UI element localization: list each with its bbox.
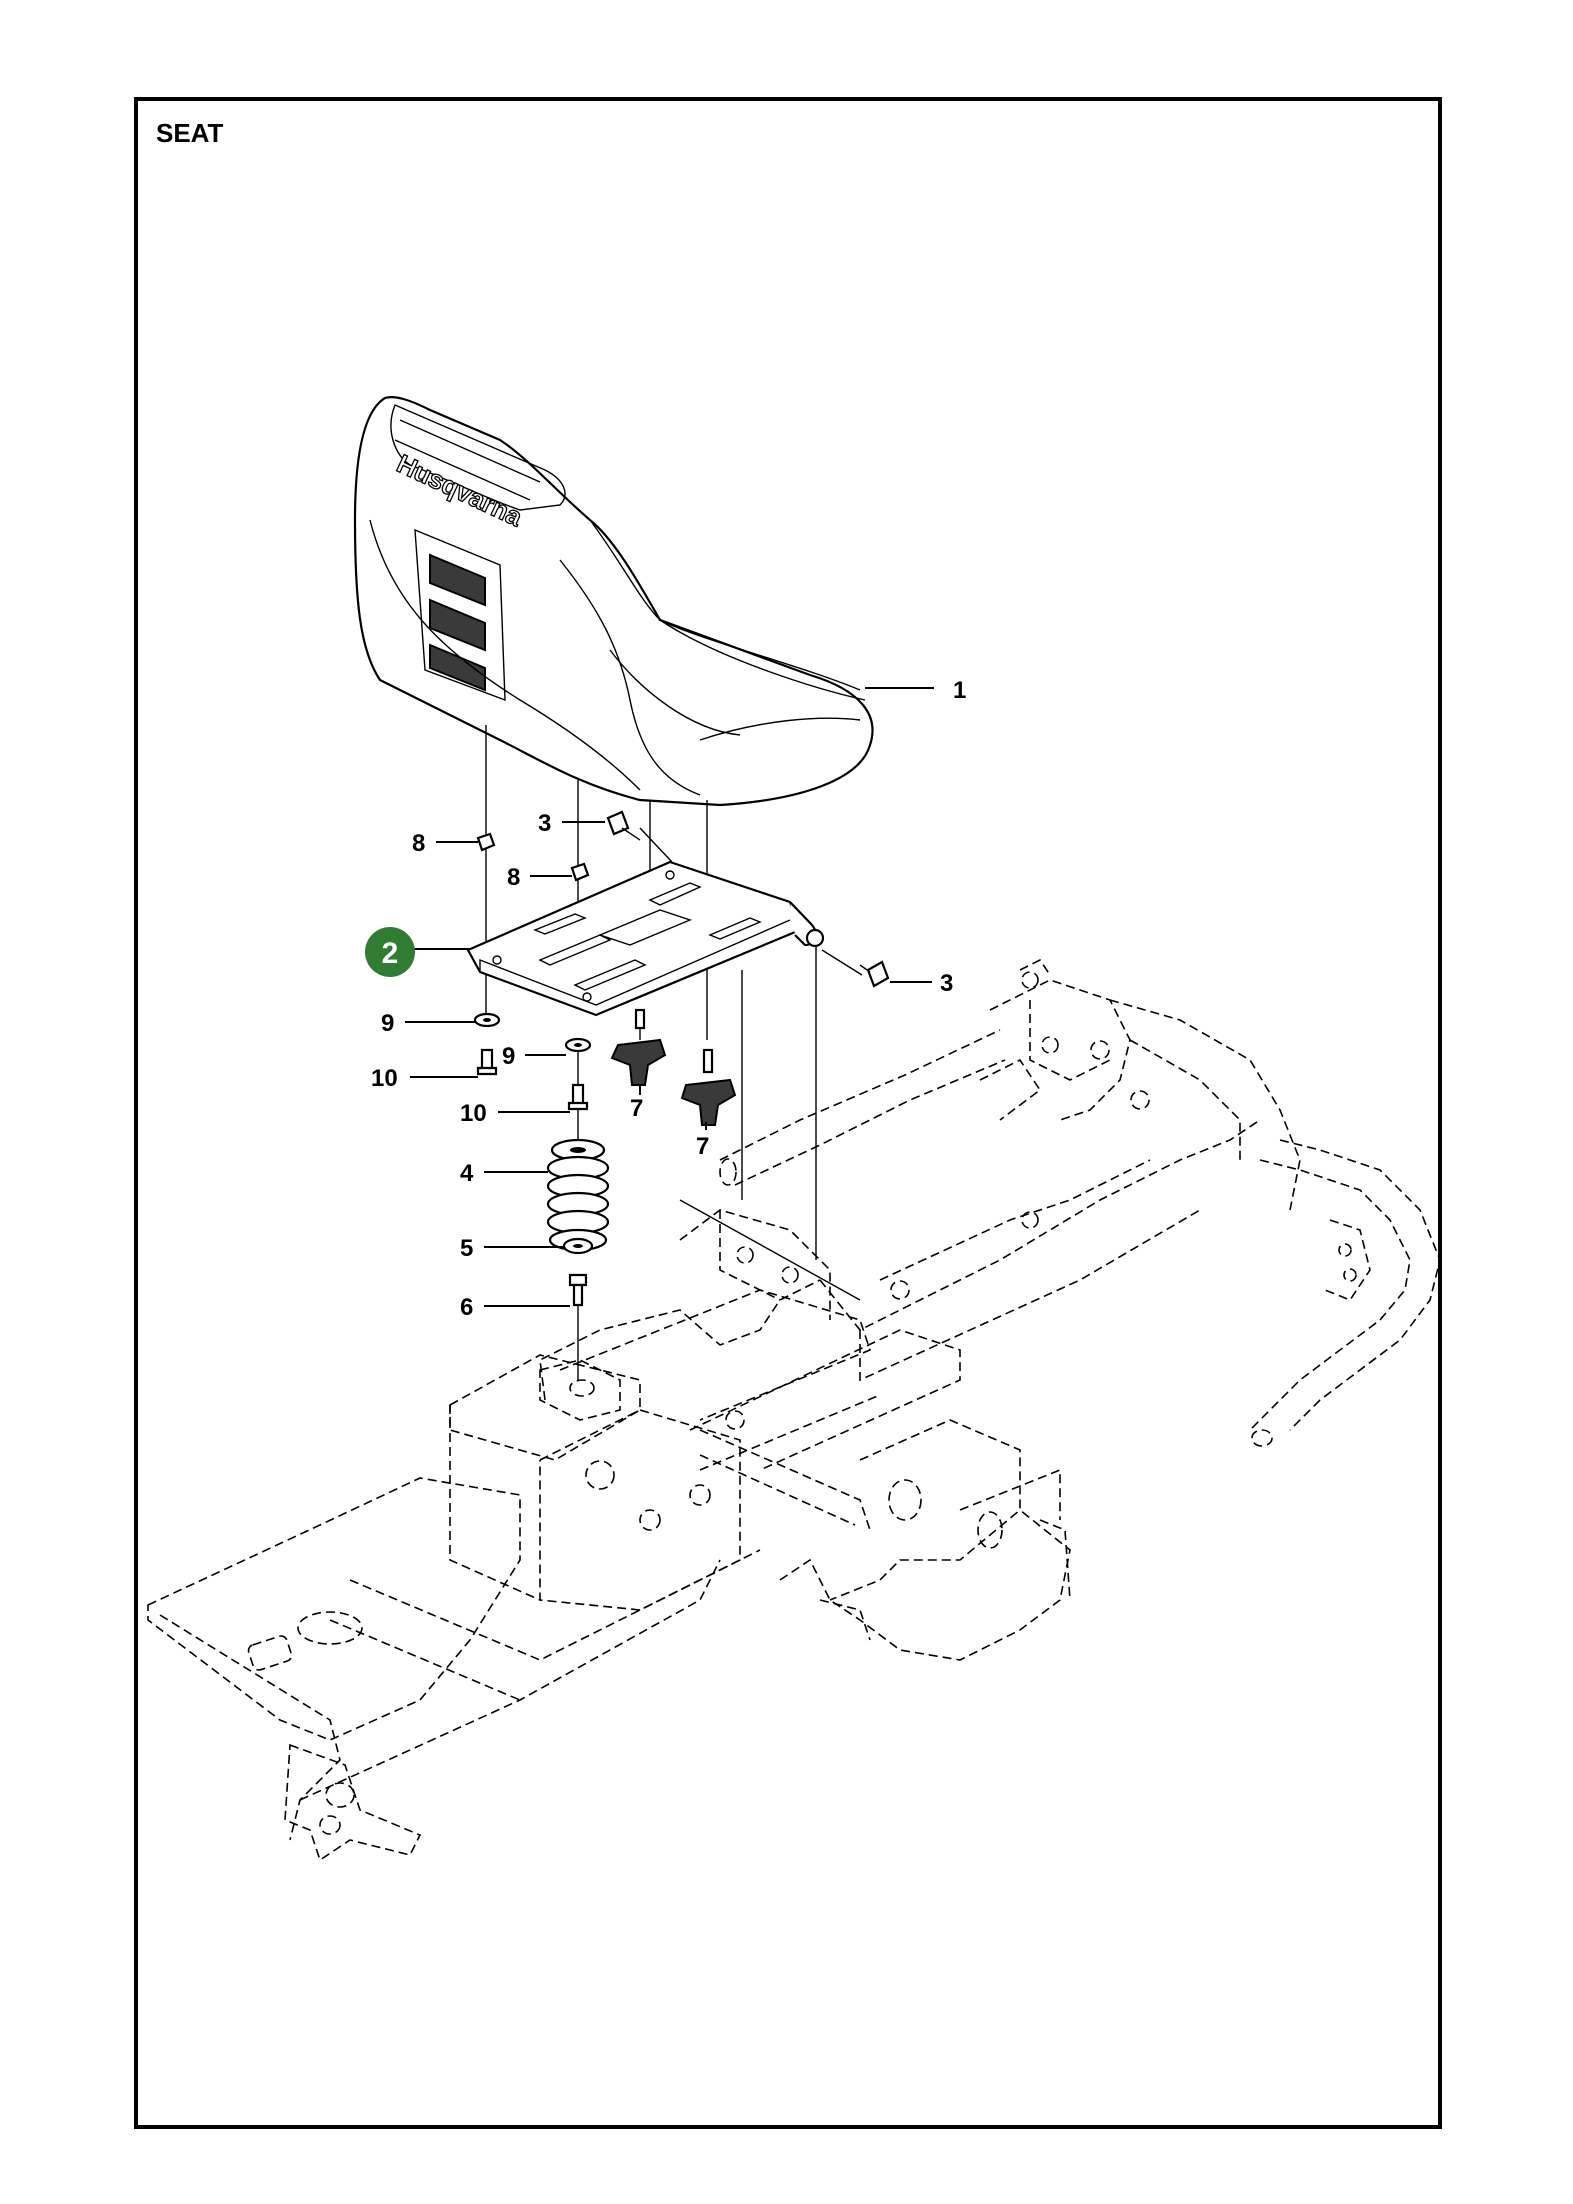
callout-5: 5 bbox=[460, 1235, 473, 1262]
callout-2-highlight: 2 bbox=[365, 927, 415, 977]
seat-part: Husqvarna bbox=[353, 396, 874, 807]
callout-6: 6 bbox=[460, 1294, 473, 1321]
knob-7-right bbox=[680, 1048, 737, 1126]
callout-7-right: 7 bbox=[696, 1133, 709, 1160]
callout-9-right: 9 bbox=[502, 1043, 515, 1070]
leader-lines bbox=[405, 687, 934, 1307]
diagram-frame bbox=[134, 97, 1442, 2129]
nut-8-left bbox=[476, 832, 496, 852]
callout-8-right: 8 bbox=[507, 864, 520, 891]
callout-1: 1 bbox=[953, 677, 966, 704]
hardware-parts bbox=[473, 810, 890, 1307]
nut-8-right bbox=[570, 862, 590, 882]
callout-10-right: 10 bbox=[460, 1100, 487, 1127]
callout-10-left: 10 bbox=[371, 1065, 398, 1092]
callout-3-lower: 3 bbox=[940, 970, 953, 997]
bolt-6 bbox=[568, 1273, 588, 1287]
callout-7-left: 7 bbox=[630, 1095, 643, 1122]
spring-4 bbox=[546, 1138, 610, 1252]
callouts: 1 2 3 3 4 5 6 7 7 8 8 9 9 10 10 bbox=[365, 677, 966, 1321]
callout-3-upper: 3 bbox=[538, 810, 551, 837]
page-title: SEAT bbox=[156, 118, 224, 148]
bolt-3-lower bbox=[866, 960, 890, 988]
knob-7-left bbox=[610, 1008, 667, 1086]
callout-8-left: 8 bbox=[412, 830, 425, 857]
callout-9-left: 9 bbox=[381, 1010, 394, 1037]
chassis-frame bbox=[147, 958, 1441, 1862]
callout-2: 2 bbox=[382, 937, 399, 970]
seat-plate-part bbox=[466, 860, 825, 1017]
callout-2-badge bbox=[365, 927, 415, 977]
callout-4: 4 bbox=[460, 1160, 474, 1187]
